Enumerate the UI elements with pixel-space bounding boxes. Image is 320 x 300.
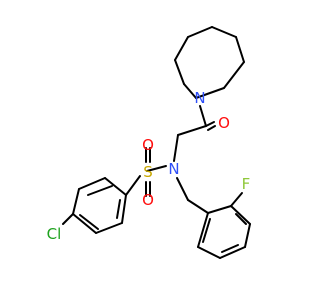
bond — [230, 205, 251, 225]
bond — [95, 222, 123, 234]
bond — [202, 218, 211, 243]
bond — [176, 177, 189, 201]
bond — [78, 177, 106, 190]
bond — [146, 165, 167, 172]
bond — [235, 36, 245, 63]
azepane-nitrogen-label: N — [194, 89, 205, 107]
bond — [183, 83, 197, 99]
bond — [219, 246, 246, 259]
bond — [223, 61, 245, 89]
atom-labels: N O N S O O Cl F — [47, 89, 251, 243]
bond — [87, 185, 113, 196]
bond — [79, 214, 99, 230]
molecule-structure-diagram: N O N S O O Cl F — [47, 26, 251, 259]
bond — [221, 244, 239, 253]
fluorine-label: F — [242, 175, 251, 193]
bond — [207, 125, 216, 131]
bond — [121, 194, 127, 224]
bond — [116, 199, 121, 219]
sulfonyl-oxygen-top-label: O — [142, 136, 154, 154]
chlorine-label: Cl — [47, 225, 62, 243]
bond — [230, 192, 243, 207]
bond — [62, 213, 74, 225]
bond — [72, 213, 97, 234]
sulfonamide-nitrogen-label: N — [168, 160, 179, 178]
bond — [187, 199, 209, 214]
sulfur-label: S — [143, 163, 153, 181]
bond — [205, 121, 215, 127]
bond — [199, 105, 207, 127]
bond — [177, 125, 207, 136]
bond — [174, 36, 189, 61]
bond — [197, 246, 221, 259]
bond — [195, 87, 225, 99]
bond — [104, 177, 127, 196]
bond — [197, 212, 209, 248]
bond — [125, 175, 141, 196]
carbonyl-oxygen-label: O — [218, 114, 230, 132]
bond — [235, 213, 247, 225]
bonds — [62, 26, 251, 259]
bond — [173, 134, 179, 162]
bond — [244, 223, 251, 248]
bond — [207, 205, 232, 214]
bond — [174, 59, 185, 85]
sulfonyl-oxygen-bottom-label: O — [142, 191, 154, 209]
bond — [187, 26, 213, 38]
bond — [211, 26, 237, 38]
bond — [72, 188, 80, 215]
